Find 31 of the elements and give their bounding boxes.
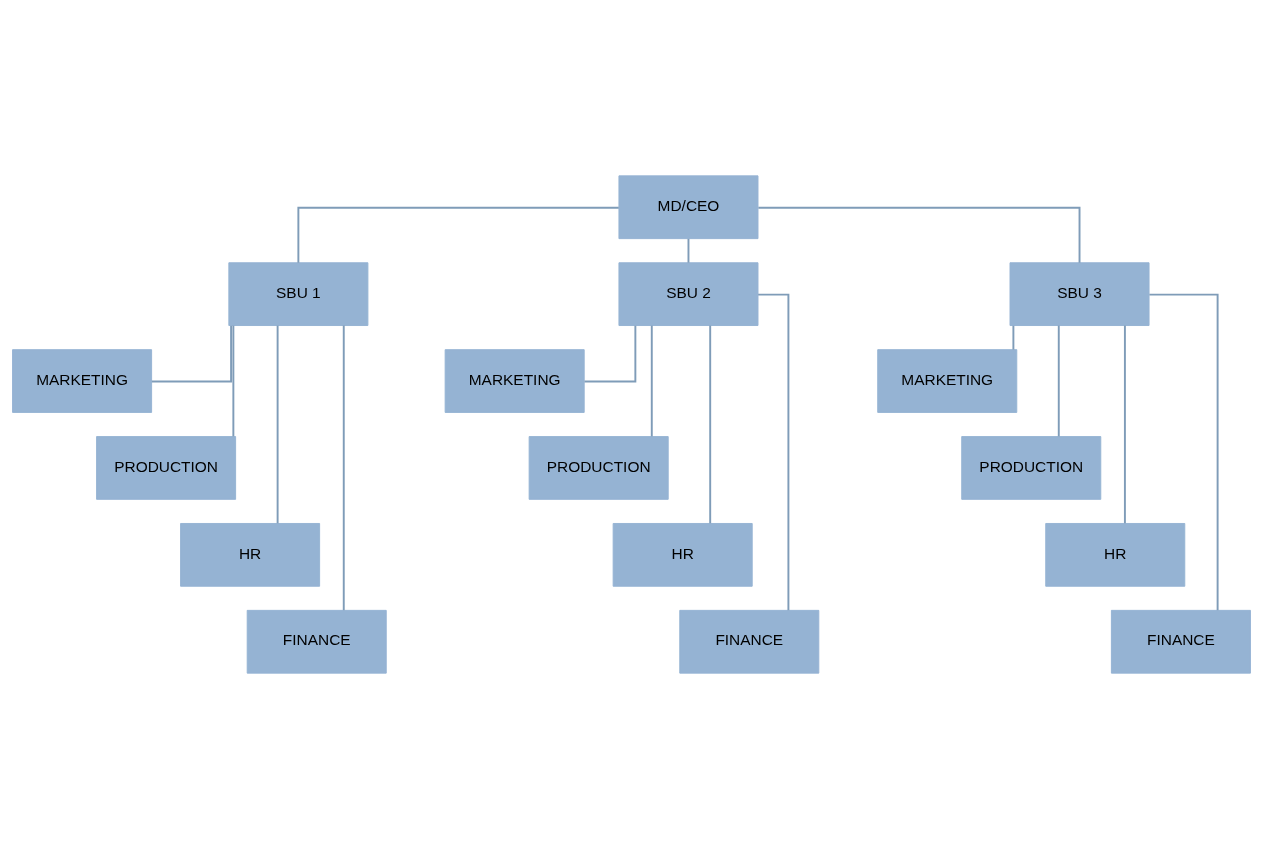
node-box: SBU 1: [228, 262, 369, 326]
node-box: MD/CEO: [618, 175, 759, 240]
connector: [1123, 324, 1126, 525]
connector: [297, 206, 620, 264]
connector: [342, 324, 345, 612]
node-box: FINANCE: [246, 609, 387, 674]
connector: [1148, 293, 1219, 612]
connector: [687, 237, 690, 264]
node-box: MARKETING: [877, 349, 1018, 413]
connector: [650, 324, 653, 438]
node-box: HR: [1045, 523, 1186, 587]
node-box: PRODUCTION: [961, 436, 1102, 500]
connector: [232, 324, 235, 438]
connector: [276, 324, 279, 525]
connector: [1012, 324, 1015, 351]
connector: [1057, 324, 1060, 438]
node-box: HR: [612, 523, 753, 587]
node-box: FINANCE: [1110, 609, 1251, 674]
node-box: MARKETING: [12, 349, 153, 413]
node-box: SBU 2: [618, 262, 759, 326]
node-box: MARKETING: [444, 349, 585, 413]
node-box: FINANCE: [679, 609, 820, 674]
node-box: SBU 3: [1009, 262, 1150, 326]
connector: [150, 324, 233, 383]
connector: [757, 293, 790, 612]
node-box: PRODUCTION: [528, 436, 669, 500]
connector: [709, 324, 712, 525]
connector: [757, 206, 1081, 264]
node-box: HR: [180, 523, 321, 587]
connector: [583, 324, 637, 383]
node-box: PRODUCTION: [96, 436, 237, 500]
